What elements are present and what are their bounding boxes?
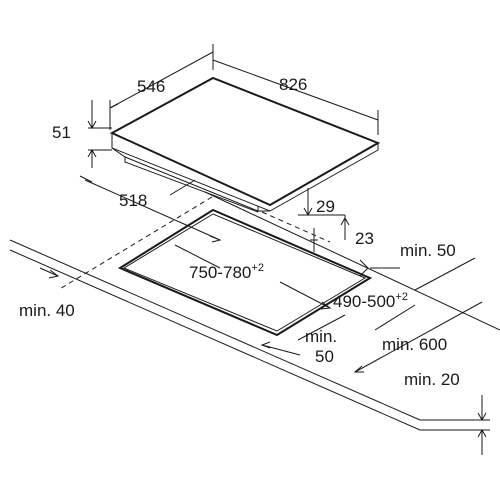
dim-490-500 — [297, 257, 476, 341]
projection-lines — [57, 196, 331, 291]
label-29: 29 — [316, 197, 335, 216]
dim-min-600 — [353, 301, 483, 373]
dim-29-23 — [298, 188, 350, 252]
label-min-40: min. 40 — [19, 301, 75, 320]
label-490-500: 490-500+2 — [333, 291, 408, 311]
hob — [109, 76, 381, 213]
label-min-20: min. 20 — [404, 370, 460, 389]
dim-518 — [79, 175, 222, 243]
label-min-side-2: 50 — [315, 347, 334, 366]
dim-min-20 — [477, 395, 487, 455]
dim-826 — [212, 59, 379, 135]
label-750-780: 750-780+2 — [189, 262, 264, 282]
label-51: 51 — [52, 123, 71, 142]
label-826: 826 — [279, 75, 307, 94]
label-23: 23 — [355, 229, 374, 248]
dim-750-780 — [174, 244, 332, 310]
dim-min-50-side — [260, 341, 301, 356]
dim-546 — [109, 44, 214, 130]
dim-51 — [87, 100, 112, 168]
label-min-side-1: min. — [305, 327, 337, 346]
label-min-50-back: min. 50 — [400, 241, 456, 260]
label-546: 546 — [137, 77, 165, 96]
dim-min-50-back — [359, 259, 400, 277]
label-min-600: min. 600 — [382, 335, 447, 354]
dim-min-40 — [39, 267, 60, 279]
label-518: 518 — [119, 191, 147, 210]
cutout — [117, 208, 373, 337]
worktop — [9, 191, 500, 431]
